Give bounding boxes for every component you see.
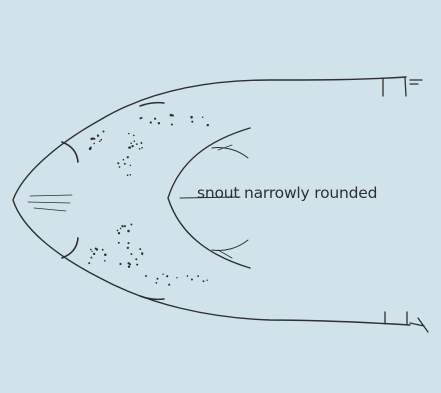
pore-dot (124, 225, 126, 227)
pore-dot (133, 135, 135, 137)
pore-dot (162, 274, 163, 275)
pore-dot (90, 257, 92, 259)
pore-dot (128, 147, 130, 149)
sensory-pores (88, 114, 209, 286)
eye-mark-upper (140, 103, 164, 106)
pore-dot (171, 123, 173, 125)
pore-dot (156, 278, 158, 280)
pore-dot (141, 147, 143, 149)
pore-dot (172, 114, 174, 116)
pore-dot (130, 253, 132, 255)
pore-dot (121, 225, 123, 227)
pore-dot (117, 162, 119, 164)
pore-dot (191, 121, 193, 123)
pore-dot (139, 248, 141, 250)
pore-dot (150, 121, 152, 123)
pore-dot (207, 124, 209, 126)
pore-dot (130, 165, 131, 166)
pore-dot (130, 224, 132, 226)
pore-dot (127, 174, 129, 176)
snout-lines (28, 195, 72, 211)
snout-annotation-label: snout narrowly rounded (197, 184, 377, 202)
pore-dot (176, 277, 177, 278)
pore-dot (97, 135, 99, 137)
pore-dot (99, 140, 101, 142)
pore-dot (127, 247, 129, 249)
pore-dot (128, 133, 129, 134)
pore-dot (203, 280, 205, 282)
pore-dot (127, 230, 130, 233)
pore-dot (206, 279, 207, 280)
pore-dot (168, 284, 170, 286)
pore-dot (202, 116, 203, 117)
pore-dot (95, 248, 97, 250)
pore-dot (139, 117, 141, 119)
pore-dot (127, 156, 129, 158)
pore-dot (89, 148, 92, 151)
nostril-lower (62, 238, 78, 258)
pore-dot (135, 258, 137, 260)
gill-marks-lower (385, 312, 428, 332)
pore-dot (102, 249, 104, 251)
pore-dot (119, 263, 121, 265)
nostril-upper (62, 142, 78, 162)
pore-dot (130, 142, 132, 144)
pore-dot (136, 264, 138, 266)
gill-marks-upper (383, 78, 422, 96)
pore-dot (158, 122, 160, 124)
pore-dot (127, 262, 129, 264)
pore-dot (139, 148, 141, 150)
pore-dot (197, 275, 199, 277)
pore-dot (118, 232, 120, 234)
pore-dot (100, 139, 102, 141)
pore-dot (90, 249, 92, 251)
pore-dot (123, 159, 125, 161)
pore-dot (120, 228, 121, 229)
pore-dot (142, 254, 144, 256)
pore-dot (128, 265, 130, 267)
pore-dot (104, 254, 107, 257)
pore-dot (118, 242, 120, 244)
pore-dot (136, 143, 138, 145)
eye-mark-lower (140, 296, 164, 299)
pore-dot (191, 278, 193, 280)
pore-dot (131, 145, 133, 147)
pore-dot (140, 142, 142, 144)
pore-dot (93, 143, 95, 145)
pore-dot (91, 251, 92, 252)
pore-dot (117, 230, 119, 232)
pore-dot (124, 163, 126, 165)
pore-dot (119, 166, 121, 168)
pore-dot (134, 140, 136, 142)
pore-dot (154, 118, 156, 120)
pore-dot (92, 137, 94, 139)
pore-dot (145, 275, 147, 277)
pore-dot (104, 260, 106, 262)
pore-dot (187, 275, 189, 277)
pore-dot (166, 275, 168, 277)
labial-furrow-upper (212, 147, 248, 158)
pore-dot (130, 174, 132, 176)
pore-dot (103, 131, 105, 133)
pore-dot (190, 116, 193, 119)
pore-dot (127, 242, 129, 244)
labial-furrow-lower (212, 240, 248, 251)
pore-dot (155, 282, 157, 284)
pore-dot (93, 253, 95, 255)
pore-dot (88, 262, 90, 264)
